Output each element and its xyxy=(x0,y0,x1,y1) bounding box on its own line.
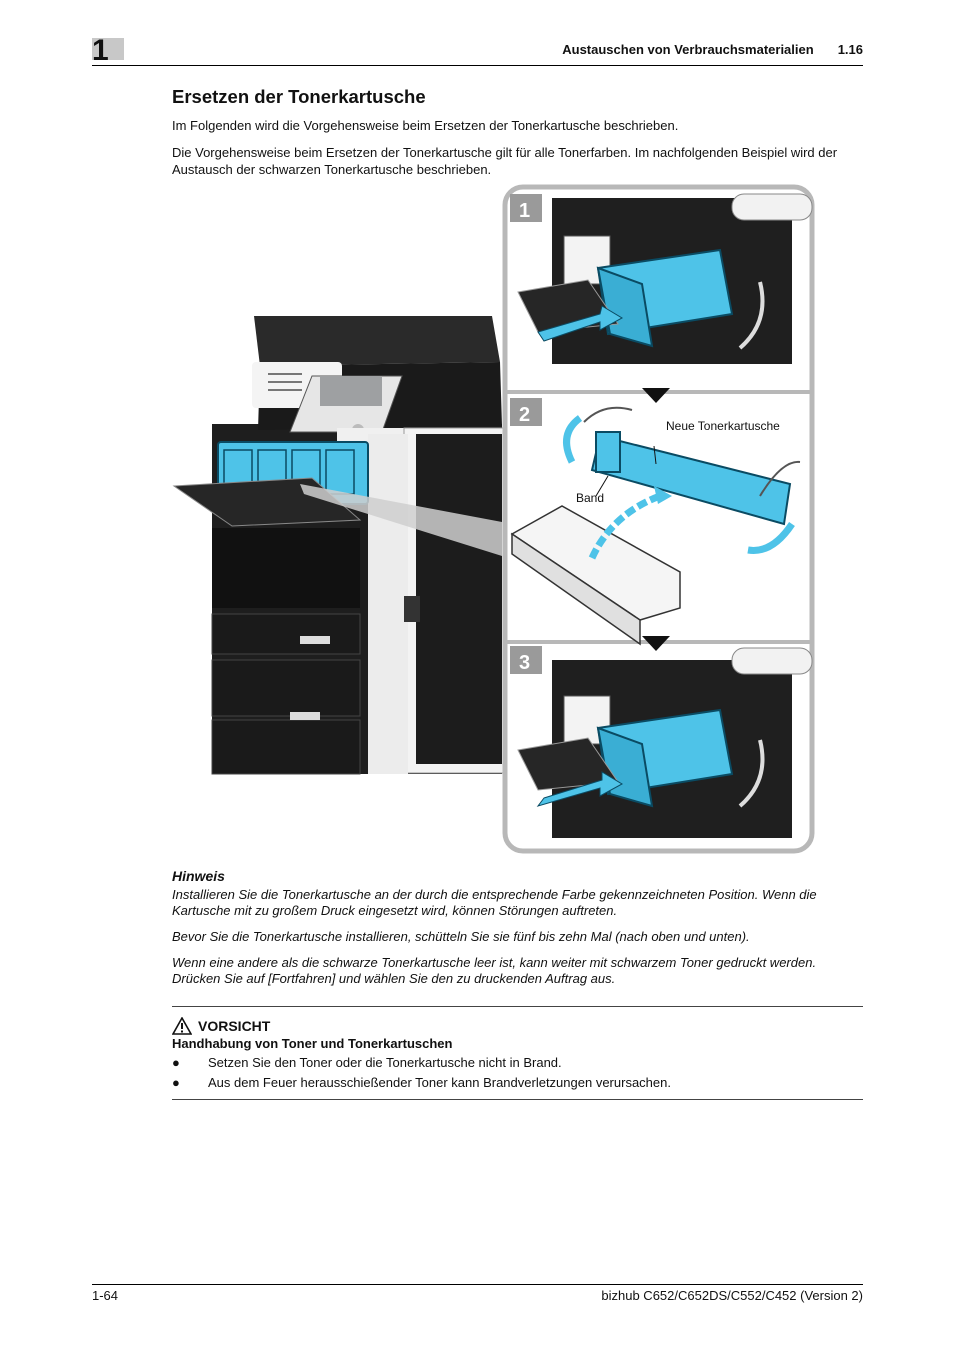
step-3-panel xyxy=(510,646,813,838)
bullet-icon: ● xyxy=(172,1075,180,1090)
running-head-number: 1.16 xyxy=(837,42,863,57)
caution-heading: VORSICHT xyxy=(172,1017,270,1035)
intro-paragraph-1: Im Folgenden wird die Vorgehensweise bei… xyxy=(172,118,679,133)
step-number-1: 1 xyxy=(519,200,530,222)
caution-title: VORSICHT xyxy=(198,1018,271,1034)
intro-paragraph-2: Die Vorgehensweise beim Ersetzen der Ton… xyxy=(172,145,838,177)
bullet-icon: ● xyxy=(172,1055,180,1070)
caution-item-text: Aus dem Feuer herausschießender Toner ka… xyxy=(208,1075,671,1090)
chapter-number: 1 xyxy=(92,34,109,67)
hint-paragraph-3: Wenn eine andere als die schwarze Tonerk… xyxy=(172,955,817,986)
hint-paragraph-2: Bevor Sie die Tonerkartusche installiere… xyxy=(172,929,750,944)
step-number-3: 3 xyxy=(519,652,530,674)
hint-title: Hinweis xyxy=(172,868,225,884)
label-neue-tonerkartusche: Neue Tonerkartusche xyxy=(666,419,780,433)
header-rule xyxy=(92,65,863,66)
caution-bottom-rule xyxy=(172,1099,863,1100)
running-head: Austauschen von Verbrauchsmaterialien 1.1… xyxy=(562,42,863,57)
toner-replacement-illustration: Neue Tonerkartusche Band 1 2 3 xyxy=(172,184,815,854)
step-number-2: 2 xyxy=(519,404,530,426)
page-title: Ersetzen der Tonerkartusche xyxy=(172,86,426,107)
label-band: Band xyxy=(576,491,604,505)
step-1-panel xyxy=(510,193,813,364)
step-2-panel xyxy=(510,398,801,646)
hint-paragraph-1: Installieren Sie die Tonerkartusche an d… xyxy=(172,887,817,918)
warning-triangle-icon xyxy=(172,1017,192,1035)
copier-illustration xyxy=(172,316,505,775)
product-name: bizhub C652/C652DS/C552/C452 (Version 2) xyxy=(601,1288,863,1303)
caution-item-text: Setzen Sie den Toner oder die Tonerkartu… xyxy=(208,1055,562,1070)
footer-rule xyxy=(92,1284,863,1285)
page-number: 1-64 xyxy=(92,1288,119,1303)
caution-top-rule xyxy=(172,1006,863,1007)
caution-subtitle: Handhabung von Toner und Tonerkartuschen xyxy=(172,1036,453,1051)
running-head-title: Austauschen von Verbrauchsmaterialien xyxy=(562,42,814,57)
chapter-tab xyxy=(92,38,124,60)
